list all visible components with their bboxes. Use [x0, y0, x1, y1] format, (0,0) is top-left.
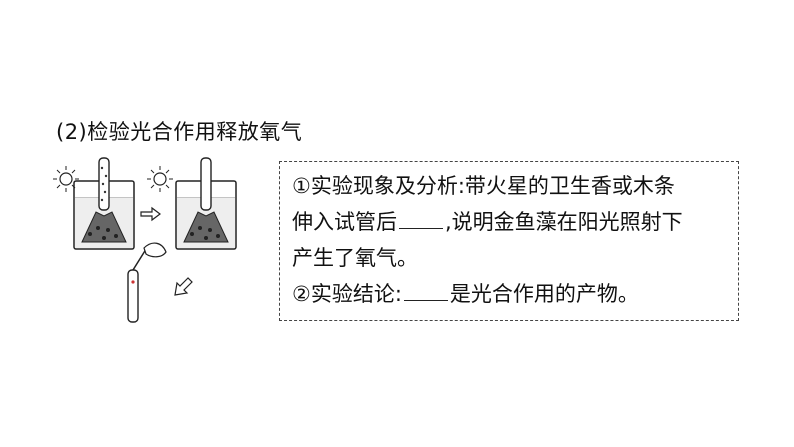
phenomenon-text-a: 伸入试管后	[292, 210, 397, 234]
phenomenon-line-3: 产生了氧气。	[292, 246, 418, 270]
blank-conclusion[interactable]	[403, 280, 448, 301]
sun-icon	[53, 166, 79, 192]
conclusion-text-b: 是光合作用的产物。	[449, 282, 639, 306]
phenomenon-line-1: ①实验现象及分析:带火星的卫生香或木条	[292, 174, 675, 198]
sun-icon	[147, 166, 173, 192]
arrow-right-icon	[140, 206, 161, 222]
experiment-figure	[53, 157, 237, 323]
beaker-right	[175, 157, 237, 250]
answer-box: ①实验现象及分析:带火星的卫生香或木条 伸入试管后 ,说明金鱼藻在阳光照射下 产生…	[279, 161, 739, 321]
test-tube-with-splint	[127, 242, 167, 323]
arrow-down-left-icon	[174, 277, 193, 296]
section-title: (2)检验光合作用释放氧气	[56, 120, 303, 144]
blank-phenomenon[interactable]	[399, 208, 443, 229]
beaker-left	[73, 157, 135, 250]
phenomenon-line-2: 伸入试管后 ,说明金鱼藻在阳光照射下	[292, 204, 728, 240]
conclusion-text-a: ②实验结论:	[292, 282, 402, 306]
phenomenon-text-b: ,说明金鱼藻在阳光照射下	[445, 210, 683, 234]
conclusion-line: ②实验结论: 是光合作用的产物。	[292, 276, 728, 312]
